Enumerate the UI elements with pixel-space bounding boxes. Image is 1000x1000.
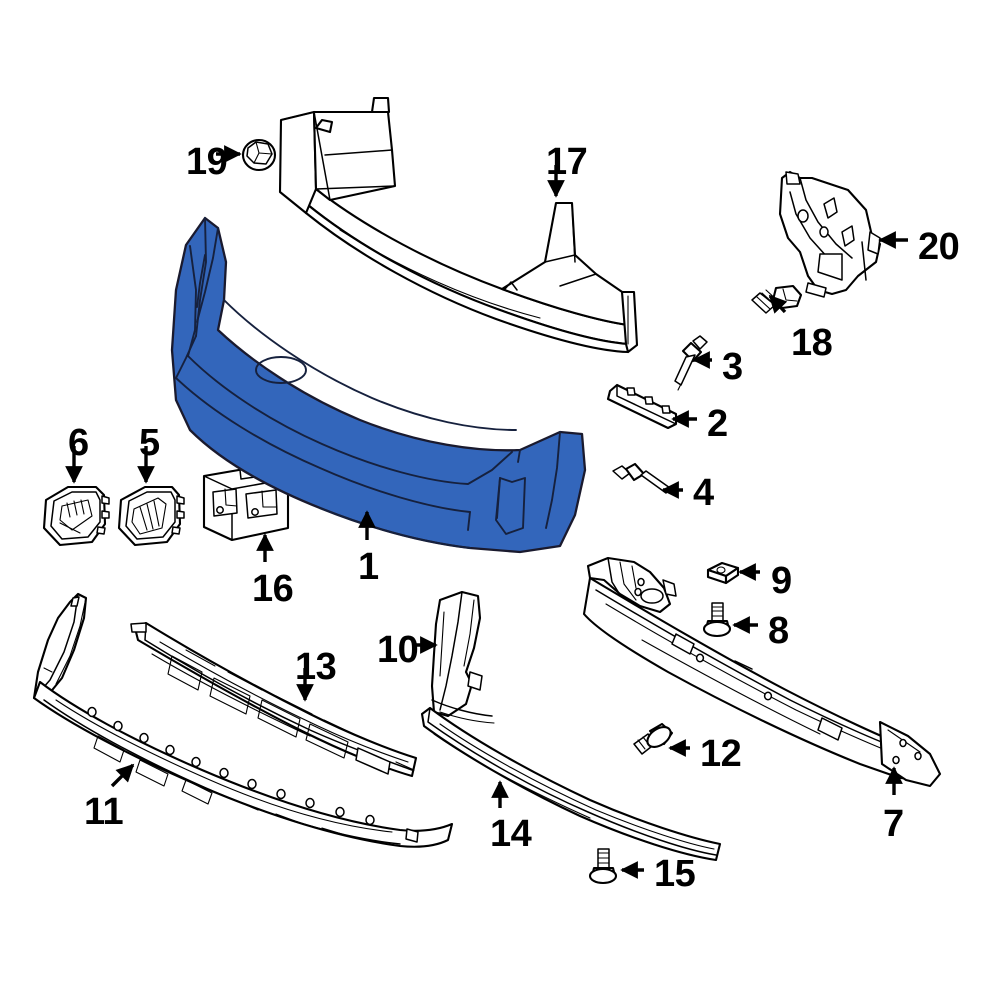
callout-label-20: 20 (918, 226, 960, 268)
part-17-reinforcement-bar (278, 96, 639, 354)
callout-label-19: 19 (186, 141, 228, 183)
callout-label-8: 8 (768, 610, 789, 652)
callout-label-15: 15 (654, 853, 696, 895)
callout-label-16: 16 (252, 568, 294, 610)
part-18-bolt (751, 284, 803, 314)
callout-label-11: 11 (84, 791, 124, 833)
callout-label-18: 18 (791, 322, 833, 364)
part-20-side-bracket (778, 170, 882, 298)
part-8-screw (702, 602, 732, 638)
callout-label-10: 10 (377, 629, 419, 671)
callout-label-1: 1 (358, 546, 379, 588)
part-19-flange-nut (241, 138, 277, 172)
callout-label-3: 3 (722, 346, 743, 388)
part-11-lower-valance (32, 592, 454, 848)
part-6-fog-bezel-left (42, 485, 110, 547)
part-1-front-bumper-cover (170, 216, 587, 554)
callout-label-6: 6 (68, 422, 89, 464)
part-13-lower-grille-support (130, 621, 418, 778)
part-15-screw (588, 848, 618, 885)
callout-label-2: 2 (707, 403, 728, 445)
part-14-lower-molding (420, 706, 722, 862)
callout-label-12: 12 (700, 733, 742, 775)
part-9-u-nut-clip (706, 561, 740, 585)
callout-leaders (65, 145, 908, 879)
callout-label-9: 9 (771, 560, 792, 602)
part-3-push-pin (674, 335, 708, 391)
callout-label-14: 14 (490, 813, 532, 855)
part-7-air-deflector (582, 556, 942, 788)
part-2-retainer-strip (606, 383, 678, 430)
callout-label-17: 17 (546, 141, 588, 183)
part-5-fog-bezel-right (117, 485, 185, 547)
callout-label-4: 4 (693, 472, 714, 514)
part-10-corner-bracket (430, 590, 495, 724)
part-12-screw (633, 722, 674, 755)
callout-label-7: 7 (883, 803, 904, 845)
callout-label-5: 5 (139, 422, 160, 464)
callout-label-13: 13 (295, 646, 337, 688)
